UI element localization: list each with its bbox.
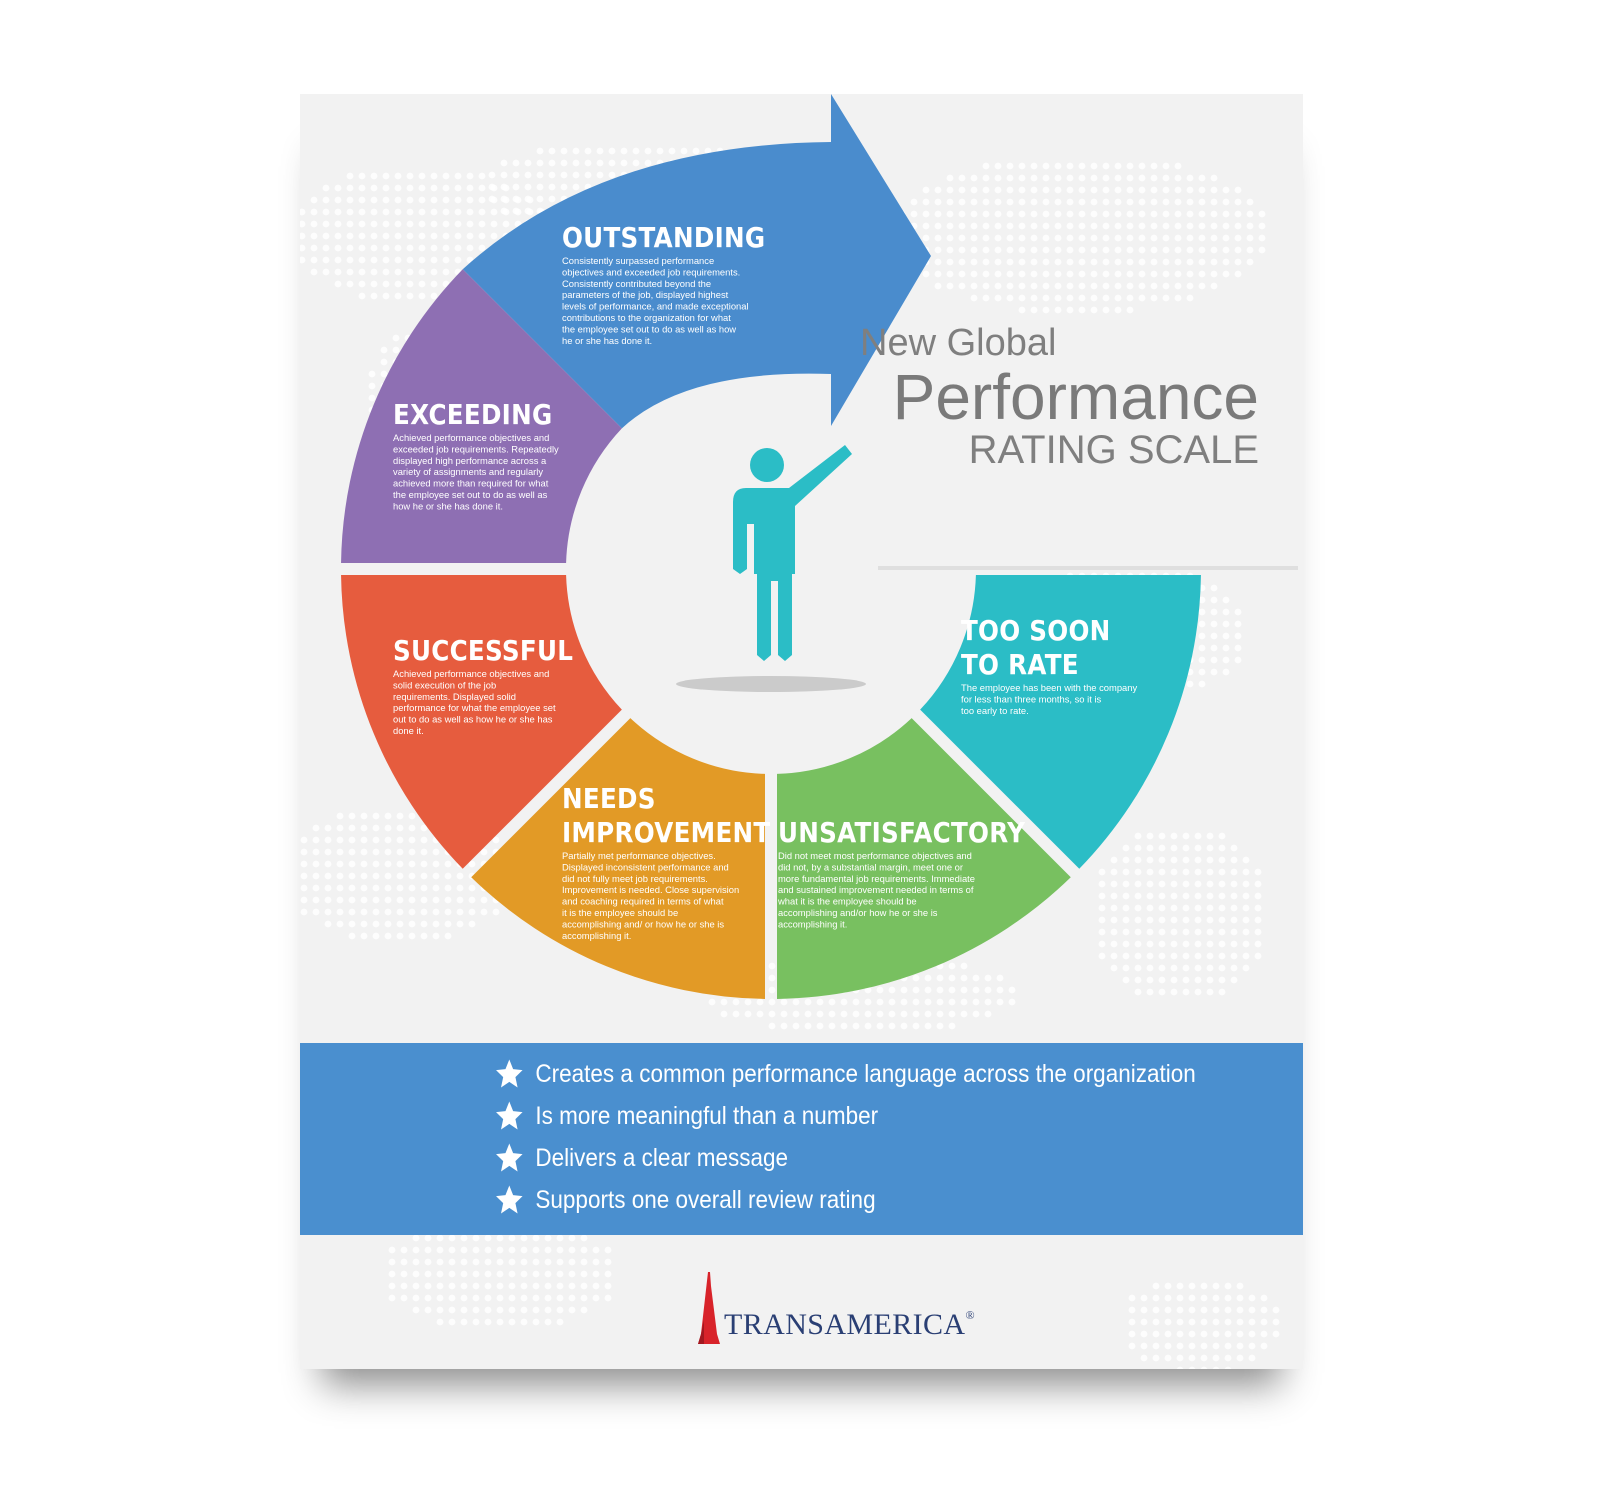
heading-new-global: New Global	[860, 322, 1057, 364]
heading-performance: Performance	[892, 361, 1259, 433]
heading-rating-scale: RATING SCALE	[968, 428, 1259, 472]
star-icon	[496, 1143, 523, 1172]
figure-shadow	[676, 676, 866, 692]
star-icon	[496, 1059, 523, 1088]
rating-title: TOO SOON	[961, 616, 1111, 648]
benefit-item: Creates a common performance language ac…	[494, 1053, 1196, 1095]
person-pointing-icon	[733, 445, 852, 661]
rating-title: IMPROVEMENT	[562, 818, 770, 850]
segment-needs-improvement	[471, 718, 766, 999]
segment-too-soon-to-rate	[920, 574, 1201, 869]
benefit-item: Supports one overall review rating	[494, 1179, 876, 1221]
rating-title: OUTSTANDING	[562, 223, 765, 255]
benefit-text: Delivers a clear message	[535, 1143, 789, 1172]
segment-outstanding	[462, 94, 931, 429]
rating-title: NEEDS	[562, 784, 656, 816]
benefit-item: Is more meaningful than a number	[494, 1095, 878, 1137]
benefit-item: Delivers a clear message	[494, 1137, 788, 1179]
segment-unsatisfactory	[776, 718, 1071, 999]
rating-title: UNSATISFACTORY	[778, 818, 1026, 850]
segment-exceeding	[341, 269, 622, 564]
rating-description: Partially met performance objectives.Dis…	[562, 850, 739, 941]
transamerica-logo: TRANSAMERICA®	[696, 1272, 975, 1346]
rating-title: SUCCESSFUL	[393, 636, 573, 668]
heading-card-edge	[878, 566, 1298, 570]
rating-description: Did not meet most performance objectives…	[777, 850, 975, 929]
rating-title: TO RATE	[961, 650, 1079, 682]
benefits-band: Creates a common performance language ac…	[300, 1043, 1303, 1235]
star-icon	[496, 1101, 523, 1130]
benefit-text: Is more meaningful than a number	[535, 1101, 879, 1130]
benefit-text: Creates a common performance language ac…	[535, 1059, 1196, 1088]
pyramid-tower-icon	[698, 1272, 720, 1344]
rating-title: EXCEEDING	[393, 400, 552, 432]
logo-wordmark: TRANSAMERICA®	[724, 1308, 976, 1341]
star-icon	[496, 1185, 523, 1214]
segment-successful	[341, 574, 622, 869]
benefit-text: Supports one overall review rating	[535, 1185, 876, 1214]
person-figure	[676, 445, 866, 692]
